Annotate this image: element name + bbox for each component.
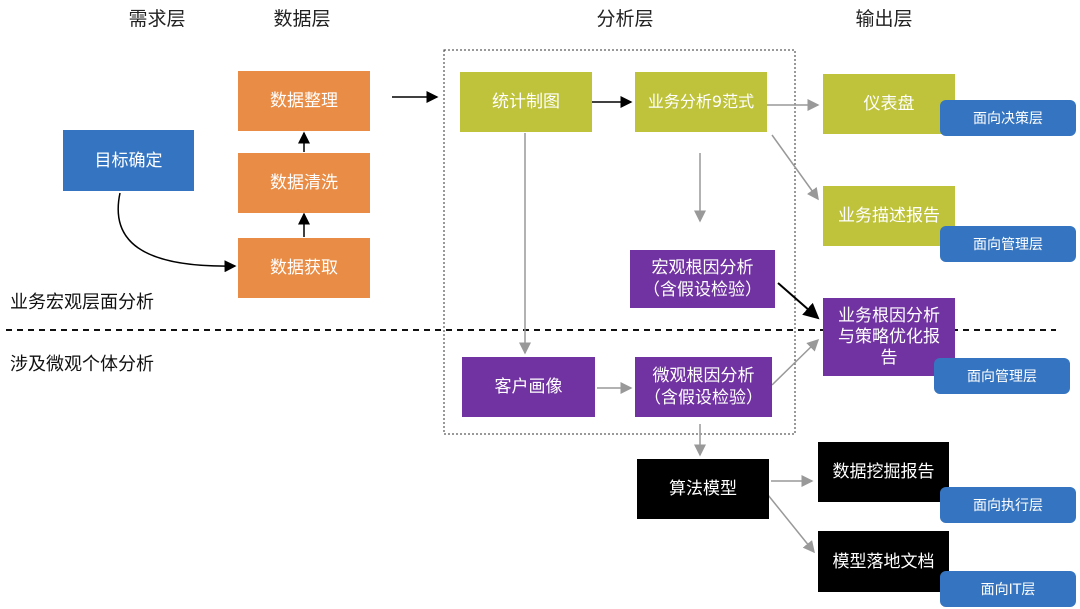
side-label-macro: 业务宏观层面分析 bbox=[10, 292, 154, 313]
node-acquire: 数据获取 bbox=[238, 238, 370, 298]
arrow-macro-to-rootreport bbox=[777, 282, 820, 320]
node-macro-root-line2: （含假设检验） bbox=[643, 280, 762, 300]
analysis-layer-frame bbox=[443, 49, 796, 435]
audience-badge-modeldoc: 面向IT层 bbox=[940, 571, 1076, 607]
node-root-report-line2: 与策略优化报 bbox=[838, 326, 940, 347]
node-clean: 数据清洗 bbox=[238, 153, 370, 213]
audience-badge-dashboard: 面向决策层 bbox=[940, 100, 1076, 136]
node-root-report-line1: 业务根因分析 bbox=[838, 305, 940, 326]
side-label-micro: 涉及微观个体分析 bbox=[10, 354, 154, 375]
header-analysis: 分析层 bbox=[596, 8, 654, 30]
node-stats-chart: 统计制图 bbox=[460, 72, 592, 132]
node-goal: 目标确定 bbox=[63, 130, 194, 191]
node-root-report-line3: 告 bbox=[880, 347, 898, 368]
node-model-doc: 模型落地文档 bbox=[818, 531, 949, 592]
audience-badge-rootreport: 面向管理层 bbox=[934, 358, 1070, 394]
audience-badge-mining: 面向执行层 bbox=[940, 487, 1076, 523]
node-customer-profile: 客户画像 bbox=[462, 357, 595, 417]
node-organize: 数据整理 bbox=[238, 71, 370, 131]
node-nine-paradigm: 业务分析9范式 bbox=[635, 72, 767, 132]
arrow-goal-to-acquire bbox=[117, 192, 237, 273]
node-micro-root: 微观根因分析 （含假设检验） bbox=[635, 357, 772, 417]
header-output: 输出层 bbox=[855, 8, 913, 30]
node-dashboard: 仪表盘 bbox=[823, 74, 955, 134]
header-demand: 需求层 bbox=[128, 8, 186, 30]
node-mining-report: 数据挖掘报告 bbox=[818, 442, 949, 502]
node-describe-report: 业务描述报告 bbox=[823, 186, 955, 246]
node-micro-root-line2: （含假设检验） bbox=[644, 388, 763, 408]
arrow-micro-to-rootreport bbox=[771, 338, 820, 386]
node-macro-root: 宏观根因分析 （含假设检验） bbox=[630, 250, 775, 308]
node-algo-model: 算法模型 bbox=[637, 459, 769, 519]
arrow-algo-to-modeldoc bbox=[767, 494, 815, 554]
node-root-report: 业务根因分析 与策略优化报 告 bbox=[823, 298, 955, 376]
node-micro-root-line1: 微观根因分析 bbox=[652, 366, 755, 386]
node-macro-root-line1: 宏观根因分析 bbox=[651, 258, 754, 278]
header-data: 数据层 bbox=[273, 8, 331, 30]
arrow-paradigm-to-describe bbox=[771, 134, 819, 201]
audience-badge-describe: 面向管理层 bbox=[940, 226, 1076, 262]
